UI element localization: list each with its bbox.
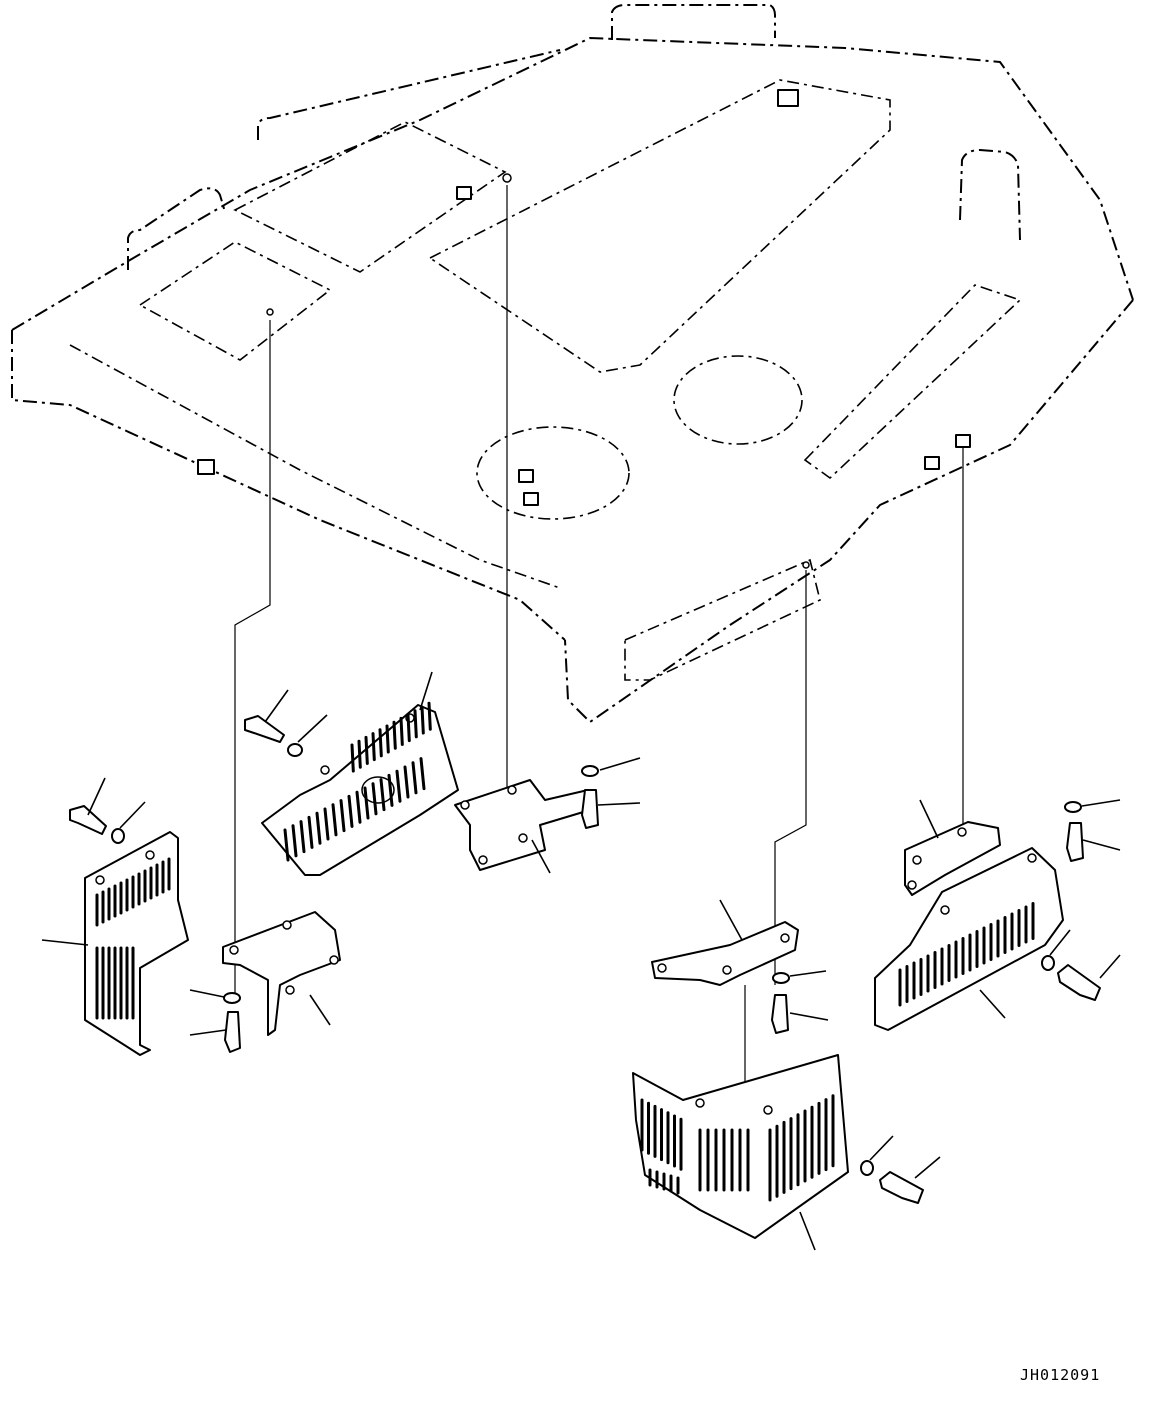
revolving-frame	[11, 4, 1134, 723]
perforation-slot	[315, 811, 322, 845]
perforation-slot	[371, 732, 376, 762]
washer-bottom	[860, 1160, 874, 1176]
perforation-slot	[307, 815, 314, 849]
assembly-axis-lines	[234, 185, 964, 1120]
cover-upper-center	[261, 701, 459, 876]
bracket-center-right	[651, 921, 799, 986]
perforation-slot	[387, 773, 394, 807]
perforation-slot	[323, 807, 330, 841]
washer-center-right	[772, 972, 790, 984]
fasteners	[69, 715, 1101, 1204]
bolt-left	[69, 805, 107, 835]
bolt-right-lower	[1057, 964, 1101, 1001]
perforation-slot	[395, 769, 402, 803]
bolt-bottom	[879, 1171, 924, 1204]
bolt-lower-left	[224, 1011, 241, 1053]
perforation-slot	[364, 735, 369, 765]
perforation-slot	[406, 713, 411, 743]
washer-lower-left	[223, 992, 241, 1004]
perforation-slot	[413, 709, 418, 739]
perforation-slot	[403, 765, 410, 799]
washer-upper-left	[287, 743, 303, 757]
perforation-slot	[411, 761, 418, 795]
perforation-slot	[299, 820, 306, 854]
perforation-slot	[291, 824, 298, 858]
cover-lower-right	[874, 847, 1064, 1031]
perforation-slot	[427, 701, 432, 731]
perforation-slot	[392, 720, 397, 750]
perforation-slot	[283, 828, 290, 862]
perforation-slot	[350, 743, 355, 773]
perforation-slot	[385, 724, 390, 754]
washer-left	[111, 828, 125, 844]
washer-right-lower	[1041, 955, 1055, 971]
perforation-slot	[347, 794, 354, 828]
washer-center	[581, 765, 599, 777]
bracket-center-left	[454, 779, 591, 871]
perforation-slot	[399, 716, 404, 746]
perforation-slot	[331, 803, 338, 837]
perforation-slot	[378, 728, 383, 758]
perforation-slot	[363, 786, 370, 820]
perforation-slot	[339, 799, 346, 833]
bolt-upper-left	[244, 715, 285, 743]
cover-bottom-center	[632, 1054, 849, 1239]
bracket-upper-right	[904, 821, 1001, 896]
perforation-slot	[379, 778, 386, 812]
bolt-center-right	[771, 994, 789, 1034]
perforation-slot	[420, 705, 425, 735]
perforation-slot	[419, 757, 426, 791]
bracket-lower-left	[222, 911, 341, 1036]
drawing-code: JH012091	[1020, 1366, 1100, 1384]
bolt-right-upper	[1066, 822, 1084, 862]
perforation-slot	[357, 739, 362, 769]
bolt-center	[581, 789, 599, 829]
callout-leaders	[41, 671, 1121, 1251]
washer-right-upper	[1064, 801, 1082, 813]
perforation-slot	[355, 790, 362, 824]
cover-lower-left	[84, 831, 189, 1056]
perforation-slot	[371, 782, 378, 816]
